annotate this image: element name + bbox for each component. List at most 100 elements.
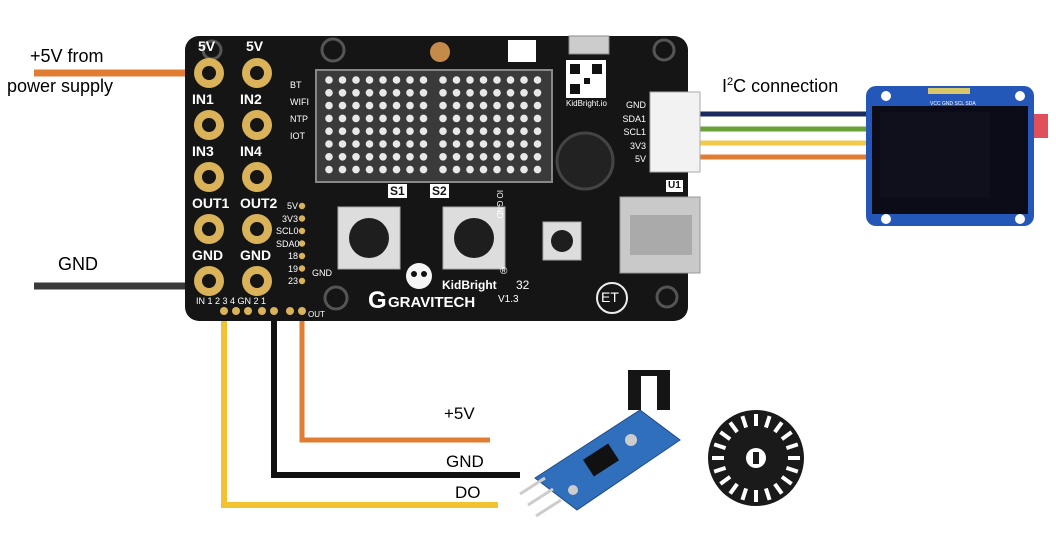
chain-pad[interactable] (298, 277, 306, 285)
chain-pad[interactable] (298, 265, 306, 272)
reset-button[interactable] (542, 221, 582, 261)
i2c-header-label: SCL1 (623, 127, 646, 137)
io-row-label-left: IN3 (192, 143, 214, 159)
matrix-led (452, 127, 461, 135)
matrix-led (352, 127, 360, 135)
chain-pad[interactable] (298, 240, 306, 247)
bottom-header-pad[interactable] (270, 307, 278, 315)
matrix-led (325, 76, 333, 84)
encoder-slot (740, 415, 749, 429)
matrix-led (325, 127, 333, 135)
bottom-header-label: IN 1 2 3 4 GN 2 1 (196, 296, 267, 306)
io-pad-hole (202, 274, 216, 288)
matrix-led (439, 101, 447, 110)
matrix-led (379, 114, 387, 123)
matrix-led (419, 114, 428, 123)
status-led-label: WIFI (290, 97, 309, 107)
encoder-slot (763, 487, 772, 501)
matrix-led (493, 127, 501, 135)
bottom-header-pad[interactable] (220, 307, 228, 315)
matrix-led (392, 153, 401, 161)
matrix-led (352, 140, 360, 148)
matrix-led (406, 114, 414, 123)
chain-pad[interactable] (298, 215, 306, 222)
encoder-slot (713, 465, 727, 474)
kidbright-board (185, 35, 701, 321)
chain-label: 23 (287, 276, 298, 286)
io-pad-hole (202, 66, 216, 80)
chain-gnd2-label: GND (312, 268, 332, 278)
status-led-label: NTP (290, 114, 308, 124)
matrix-led (365, 89, 374, 97)
matrix-led (419, 127, 428, 135)
matrix-led (439, 114, 447, 123)
matrix-led (493, 89, 501, 97)
matrix-led (520, 165, 528, 174)
encoder-slot (754, 414, 758, 426)
board-name: KidBright (442, 278, 497, 292)
matrix-led (452, 165, 461, 174)
matrix-led (392, 127, 401, 135)
bottom-header-pad[interactable] (244, 307, 252, 315)
encoder-slot (780, 430, 793, 441)
matrix-led (466, 127, 474, 135)
bottom-header-pad[interactable] (286, 307, 294, 315)
bottom-header-pad[interactable] (232, 307, 240, 315)
io-pad-hole (202, 170, 216, 184)
encoder-slot (740, 487, 749, 501)
i2c-header-label: 3V3 (629, 140, 646, 151)
matrix-led (419, 76, 428, 84)
matrix-led (506, 101, 515, 110)
chain-pad[interactable] (298, 227, 306, 235)
board-rev: V1.3 (498, 294, 519, 305)
matrix-led (379, 101, 387, 110)
matrix-led (466, 76, 474, 84)
matrix-led (365, 140, 374, 148)
io-row-label-right: OUT2 (240, 195, 278, 211)
button-s2[interactable] (442, 206, 506, 270)
matrix-led (392, 165, 401, 174)
encoder-slot (719, 475, 732, 486)
matrix-led (479, 114, 488, 123)
et-logo: ET (601, 289, 619, 305)
matrix-led (338, 76, 347, 84)
matrix-led (365, 101, 374, 110)
matrix-led (520, 140, 528, 148)
matrix-led (392, 89, 401, 97)
chain-pad[interactable] (298, 252, 306, 260)
board-5v-left: 5V (198, 38, 216, 54)
matrix-led (466, 89, 474, 97)
s2-label: S2 (430, 184, 449, 199)
matrix-led (533, 127, 542, 135)
io-row-label-right: GND (240, 247, 272, 263)
board-version-mark: 32 (516, 278, 530, 292)
chain-label: SDA0 (276, 238, 300, 249)
matrix-led (452, 101, 461, 110)
matrix-led (419, 140, 428, 148)
matrix-led (520, 153, 528, 161)
matrix-led (439, 140, 447, 148)
i2c-label-i: I (722, 76, 728, 96)
io-pad-hole (202, 118, 216, 132)
matrix-led (406, 89, 414, 97)
matrix-led (406, 165, 414, 174)
chain-label: 3V3 (281, 213, 298, 224)
bottom-header-pad[interactable] (258, 307, 266, 315)
matrix-led (479, 127, 488, 135)
button-s1[interactable] (337, 206, 401, 270)
matrix-led (506, 127, 515, 135)
chain-pad[interactable] (298, 202, 306, 210)
io-pad-hole (250, 274, 264, 288)
matrix-led (365, 153, 374, 161)
matrix-led (439, 165, 447, 174)
i2c-header-label: 5V (634, 154, 646, 164)
speed-sensor-module (519, 370, 681, 518)
encoder-slot (773, 482, 784, 495)
matrix-led (338, 165, 347, 174)
matrix-led (533, 153, 542, 161)
sensor-5v-wire (299, 312, 490, 443)
bottom-header-pad[interactable] (298, 307, 306, 315)
matrix-led (452, 140, 461, 148)
matrix-led (352, 89, 360, 97)
